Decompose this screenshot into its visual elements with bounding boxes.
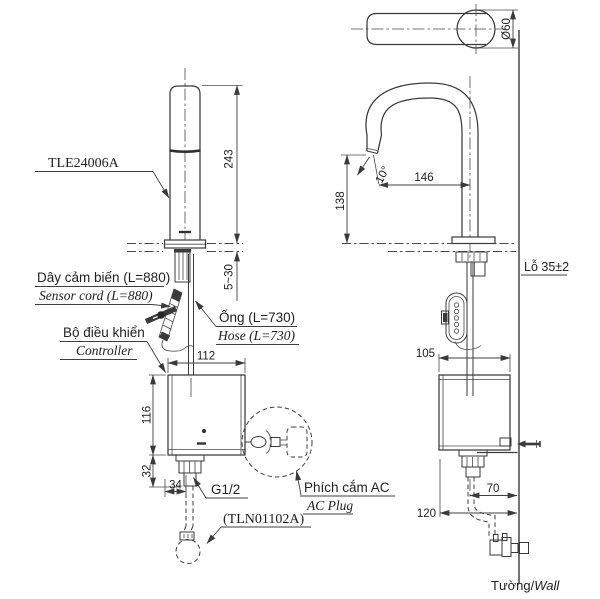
dim-controller-to-wall: 120 bbox=[417, 508, 436, 520]
side-view-top bbox=[351, 4, 505, 54]
side-view-dimensions: Ø60 10° 146 138 105 70 120 Lỗ 35±2 Tường… bbox=[335, 9, 569, 593]
side-view-controller bbox=[438, 262, 541, 557]
product-code-label: TLE24006A bbox=[48, 156, 120, 171]
dim-spout-height: 243 bbox=[224, 149, 236, 168]
mount-hole-label: Lỗ 35±2 bbox=[524, 259, 569, 274]
mounting-screw bbox=[517, 440, 526, 448]
supply-connection-circle bbox=[175, 539, 201, 564]
controller-label-vi: Bộ điều khiển bbox=[63, 325, 145, 340]
dim-spout-angle: 10° bbox=[374, 165, 393, 186]
supply-valve-code-label: (TLN01102A) bbox=[223, 512, 304, 527]
controller-label-en: Controller bbox=[76, 343, 133, 358]
ac-plug-label-vi: Phích cắm AC bbox=[304, 480, 390, 495]
ac-plug-label-en: AC Plug bbox=[306, 498, 353, 513]
front-view-dimensions: 243 5~30 112 116 32 34 bbox=[142, 85, 246, 497]
dim-controller-width: 112 bbox=[197, 351, 215, 363]
sensor-window bbox=[169, 149, 201, 154]
sensor-cord-label-vi: Dây cảm biến (L=880) bbox=[37, 270, 170, 285]
hose-label-en: Hose (L=730) bbox=[217, 328, 295, 343]
dim-pipe-to-wall: 70 bbox=[487, 483, 500, 495]
wall-label-en: Wall bbox=[534, 578, 560, 593]
dim-outlet-height: 138 bbox=[335, 191, 347, 210]
dim-controller-height: 116 bbox=[142, 406, 154, 424]
controller-led bbox=[201, 428, 207, 434]
dim-fitting-width: 34 bbox=[169, 480, 182, 492]
front-view-controller bbox=[167, 374, 246, 564]
wall-label-vi: Tường/ bbox=[491, 578, 535, 593]
front-view-labels: TLE24006A Dây cảm biến (L=880) Sensor co… bbox=[35, 156, 395, 544]
dim-deck-thickness: 5~30 bbox=[224, 264, 236, 290]
side-view-faucet bbox=[342, 76, 516, 277]
dim-controller-depth: 105 bbox=[416, 348, 435, 360]
front-view-sensor-cord bbox=[144, 288, 195, 352]
wall-label: Tường/Wall bbox=[491, 578, 560, 593]
front-view-faucet bbox=[127, 68, 243, 397]
hose-label-vi: Ống (L=730) bbox=[219, 310, 295, 325]
ac-plug-detail bbox=[241, 406, 313, 478]
dim-spout-reach: 146 bbox=[414, 172, 433, 184]
stop-valve bbox=[489, 539, 503, 556]
sensor-cord-label-en: Sensor cord (L=880) bbox=[39, 288, 153, 303]
dim-spout-diameter: Ø60 bbox=[501, 18, 513, 40]
dim-fitting-height: 32 bbox=[142, 465, 154, 478]
thread-label: G1/2 bbox=[211, 482, 240, 497]
